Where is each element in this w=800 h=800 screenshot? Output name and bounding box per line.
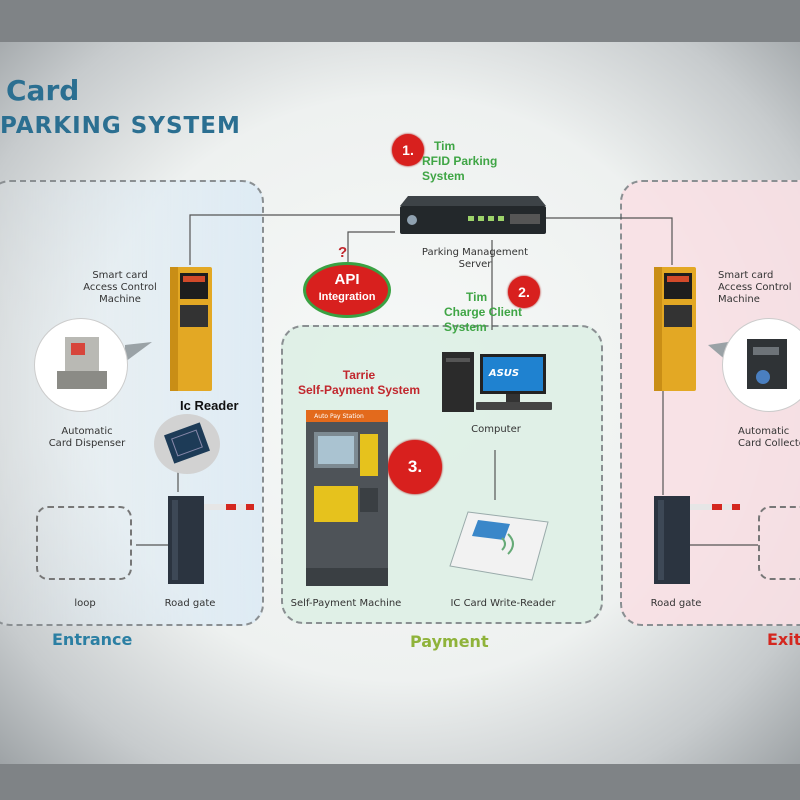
self-payment-note-line: Tarrie	[342, 368, 376, 382]
loop-icon	[36, 506, 132, 580]
card-dispenser-label: Automatic Card Dispenser	[42, 426, 132, 450]
caption-line: Access Control	[718, 282, 792, 293]
caption-line: Machine	[99, 294, 141, 305]
smart-card-right-label: Smart card Access Control Machine	[718, 270, 800, 306]
badge-3: 3.	[388, 440, 442, 494]
question-mark: ?	[338, 244, 348, 261]
kiosk-header: Auto Pay Station	[314, 413, 364, 420]
integration-label: Integration	[318, 291, 376, 303]
caption-line: Smart card	[718, 270, 774, 281]
caption-line: Smart card	[92, 270, 148, 281]
smart-card-left-label: Smart card Access Control Machine	[80, 270, 160, 306]
ic-card-write-reader-label: IC Card Write-Reader	[450, 598, 556, 609]
caption-line: Automatic	[738, 426, 790, 437]
loop-label: loop	[74, 598, 96, 609]
self-payment-note: Tarrie Self-Payment System	[284, 368, 434, 398]
title-card: Card	[6, 74, 80, 107]
card-dispenser-icon	[34, 318, 128, 412]
self-payment-machine-label: Self-Payment Machine	[290, 598, 402, 609]
road-gate-right-icon	[654, 496, 740, 584]
api-label: API	[334, 271, 360, 288]
rfid-note-line: RFID Parking	[422, 154, 498, 168]
exit-label: Exit	[767, 630, 800, 649]
title-parking-system: PARKING SYSTEM	[0, 113, 241, 139]
charge-note: Tim Charge Client System	[444, 290, 522, 335]
card-collector-icon	[722, 318, 800, 412]
entrance-zone	[0, 180, 264, 626]
charge-note-line: System	[444, 320, 487, 334]
ic-reader-icon	[154, 414, 220, 474]
loop-right-icon	[758, 506, 800, 580]
charge-note-line: Charge Client	[444, 305, 523, 319]
computer-brand: ASUS	[488, 368, 520, 379]
access-control-machine-icon	[170, 267, 212, 391]
rfid-note-line: Tim	[434, 139, 456, 153]
road-gate-left-icon	[168, 496, 254, 584]
road-gate-left-label: Road gate	[164, 598, 216, 609]
api-integration-badge: API Integration	[303, 262, 391, 318]
road-gate-right-label: Road gate	[650, 598, 702, 609]
caption-line: Card Dispenser	[48, 438, 126, 449]
charge-note-line: Tim	[466, 290, 488, 304]
caption-line: Card Collector	[738, 438, 800, 449]
computer-icon	[442, 352, 552, 412]
rfid-note: Tim RFID Parking System	[422, 139, 497, 184]
payment-label: Payment	[410, 632, 489, 651]
server-label: Parking Management Server	[421, 247, 529, 270]
server-icon	[400, 196, 546, 234]
ic-card-write-reader-icon	[449, 511, 549, 581]
ic-reader-label: Ic Reader	[180, 398, 239, 413]
rfid-note-line: System	[422, 169, 465, 183]
badge-1: 1.	[392, 134, 424, 166]
badge-2: 2.	[508, 276, 540, 308]
caption-line: Access Control	[83, 282, 157, 293]
computer-label: Computer	[471, 424, 521, 435]
caption-line: Machine	[718, 294, 760, 305]
self-payment-machine-icon	[306, 410, 388, 586]
caption-line: Automatic	[61, 426, 113, 437]
access-control-machine-right-icon	[654, 267, 696, 391]
self-payment-note-line: Self-Payment System	[297, 383, 421, 397]
card-collector-label: Automatic Card Collector	[738, 426, 800, 450]
entrance-label: Entrance	[52, 630, 133, 649]
